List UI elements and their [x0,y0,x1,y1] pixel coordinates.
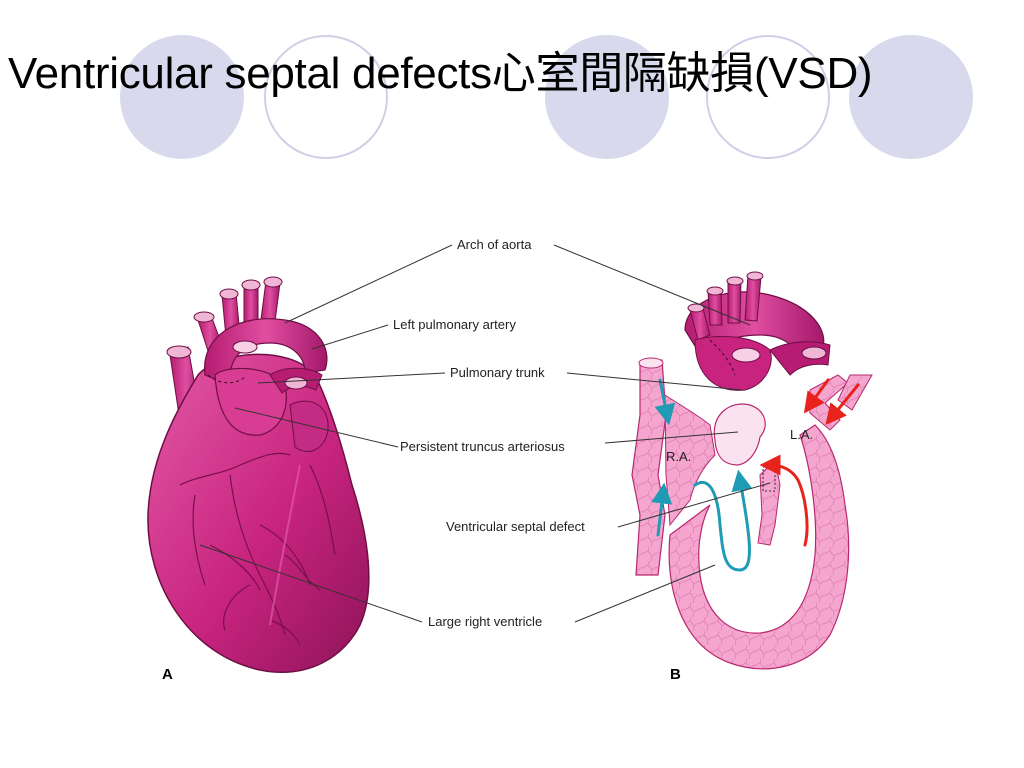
heart-cross-section: R.A. L.A. [631,271,873,670]
vsd-heart-diagram: R.A. L.A. Arch of aorta Left pulmonary a… [147,237,873,683]
label-persistent-truncus-arteriosus: Persistent truncus arteriosus [400,439,565,454]
panel-label-a: A [162,666,173,683]
decor-circle-2 [264,35,388,159]
label-large-right-ventricle: Large right ventricle [428,614,542,629]
leader-lines [199,244,771,623]
label-arch-of-aorta: Arch of aorta [457,237,532,252]
decor-circle-3 [545,35,669,159]
coronary-vessels [179,452,336,646]
oxygenated-flow-arrows [759,378,860,547]
panel-label-b: B [670,666,681,683]
label-right-atrium: R.A. [666,449,691,464]
label-left-atrium: L.A. [790,427,813,442]
decor-circle-1 [120,35,244,159]
heart-external-view [147,276,370,673]
label-left-pulmonary-artery: Left pulmonary artery [393,317,516,332]
label-ventricular-septal-defect: Ventricular septal defect [446,519,585,534]
vena-cava [631,359,667,576]
ventricular-wall [668,424,850,670]
decor-circle-5 [849,35,973,159]
slide-title: Ventricular septal defects心室間隔缺損(VSD) [8,49,873,98]
deoxygenated-flow-arrows [651,378,753,572]
decor-circle-4 [706,35,830,159]
label-pulmonary-trunk: Pulmonary trunk [450,365,545,380]
